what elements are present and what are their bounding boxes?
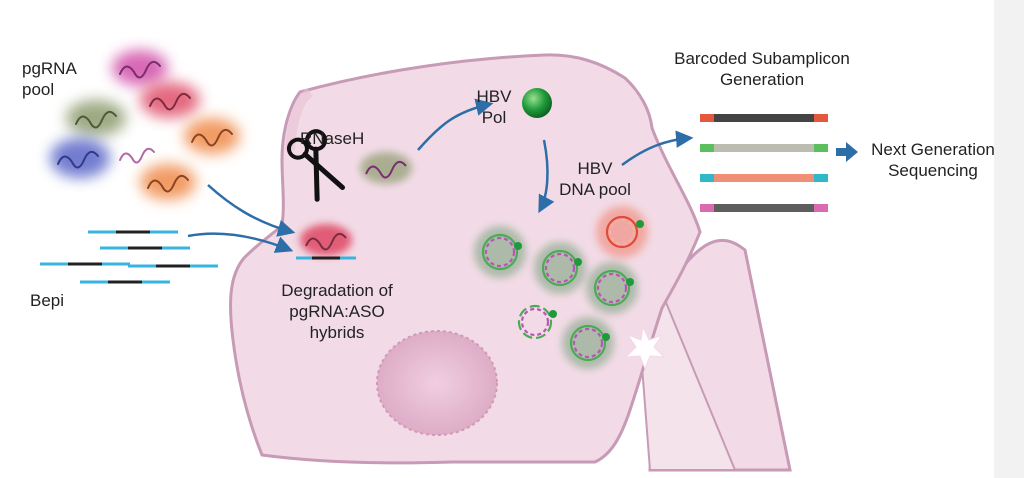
nucleus [376, 330, 498, 436]
degradation-label: Degradation of pgRNA:ASO hybrids [262, 280, 412, 343]
barcode-right-tag [814, 144, 828, 152]
barcoded-label-line1: Barcoded Subamplicon [674, 49, 850, 68]
barcode-left-tag [700, 144, 714, 152]
scissors-icon [286, 129, 346, 202]
degradation-label-line1: Degradation of [281, 281, 393, 300]
hbv-pol-label-line2: Pol [481, 108, 507, 127]
pgrna-aso-hybrid [296, 224, 356, 260]
degradation-label-line3: hybrids [309, 323, 365, 342]
pgrna-pool-label: pgRNA pool [22, 58, 77, 100]
hbv-dna-pool-label-line2: DNA pool [559, 180, 631, 199]
barcode-amplicon [714, 174, 814, 182]
hbv-pol-label-line1: HBV [476, 87, 512, 106]
barcode-right-tag [814, 174, 828, 182]
hbv-dna-circles [474, 206, 648, 369]
hbv-pol-label: HBV Pol [464, 86, 524, 128]
ngs-label: Next Generation Sequencing [858, 139, 1008, 181]
barcode-left-tag [700, 204, 714, 212]
pgrna-cluster [50, 50, 240, 200]
barcode-amplicon [714, 204, 814, 212]
bepi-label: Bepi [30, 291, 65, 310]
barcode-left-tag [700, 174, 714, 182]
ngs-label-line1: Next Generation [871, 140, 995, 159]
arrow-dna-to-barcodes [621, 130, 694, 167]
barcoded-subamplicon-label: Barcoded Subamplicon Generation [662, 48, 862, 90]
barcode-amplicon [714, 144, 814, 152]
barcode-right-tag [814, 114, 828, 122]
pgrna-pool-label-line2: pool [22, 80, 55, 99]
ngs-label-line2: Sequencing [888, 161, 978, 180]
cytoplasmic-pgrna [360, 152, 412, 184]
hbv-dna-pool-label: HBV DNA pool [545, 158, 645, 200]
arrow-pgrna-to-pol [417, 98, 494, 151]
rnaseh-label: RNaseH [300, 129, 365, 148]
barcoded-label-line2: Generation [719, 70, 805, 89]
flow-arrows [187, 98, 694, 253]
hbv-dna-pool-label-line1: HBV [577, 159, 613, 178]
barcode-bars [700, 114, 828, 212]
arrow-bepi-to-hybrid [187, 232, 294, 253]
bepi-aso-strands [40, 230, 218, 284]
barcode-right-tag [814, 204, 828, 212]
pgrna-pool-label-line1: pgRNA [22, 59, 77, 78]
arrow-pol-to-dna [538, 139, 555, 214]
hbv-polymerase-sphere-icon [522, 88, 552, 118]
ngs-arrow [836, 142, 858, 162]
starburst-icon [624, 325, 666, 371]
page-edge-strip [994, 0, 1024, 478]
barcode-amplicon [714, 114, 814, 122]
arrow-pool-to-hybrid [207, 184, 296, 237]
barcode-left-tag [700, 114, 714, 122]
degradation-label-line2: pgRNA:ASO [289, 302, 385, 321]
